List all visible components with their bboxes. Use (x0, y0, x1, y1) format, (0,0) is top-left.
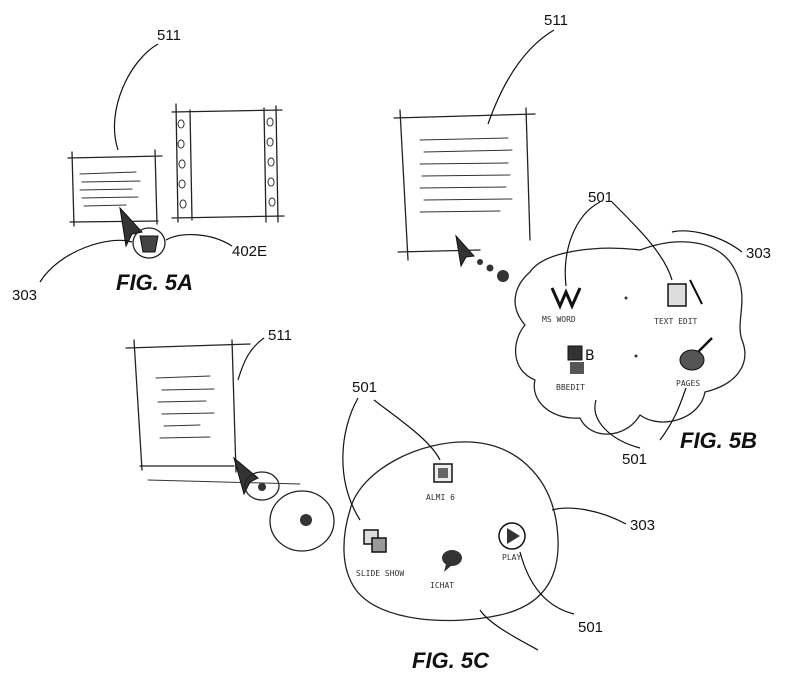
fig5c-slide-show-icon[interactable]: SLIDE SHOW (356, 529, 404, 578)
svg-text:B: B (585, 348, 595, 364)
fig-5b: MS WORD TEXT EDIT B BBEDIT PAGES 511 501 (393, 12, 771, 468)
fig5b-bbedit-icon[interactable]: B BBEDIT (556, 345, 595, 392)
fig5c-label-511: 511 (268, 327, 292, 344)
fig5b-cursor-icon (455, 234, 476, 268)
fig5a-cursor-icon (119, 206, 143, 248)
fig5b-ms-word-label: MS WORD (542, 315, 576, 324)
fig5b-pages-label: PAGES (676, 379, 700, 388)
fig5b-ms-word-icon[interactable]: MS WORD (542, 287, 582, 324)
fig5a-label-402e: 402E (232, 243, 267, 260)
fig5c-label-501-bottom: 501 (578, 619, 603, 636)
fig5c-title: FIG. 5C (412, 648, 490, 673)
fig5c-play-label: PLAY (502, 553, 521, 562)
fig5b-cloud-menu (514, 241, 746, 435)
fig5b-label-511: 511 (544, 12, 568, 29)
fig5c-play-icon[interactable]: PLAY (498, 522, 526, 562)
fig5b-bbedit-label: BBEDIT (556, 383, 585, 392)
fig5c-cloud-menu (343, 441, 559, 622)
fig5a-label-303: 303 (12, 287, 37, 304)
fig5c-almi-label: ALMI 6 (426, 493, 455, 502)
fig5b-label-303: 303 (746, 245, 771, 262)
fig5a-film-strip-window (171, 103, 285, 223)
fig5b-text-edit-icon[interactable]: TEXT EDIT (654, 279, 703, 326)
fig5b-label-501-bottom: 501 (622, 451, 647, 468)
fig5b-label-501-top: 501 (588, 189, 613, 206)
fig5a-document-window (67, 149, 163, 227)
fig5a-app-icon (132, 227, 166, 259)
fig5c-ichat-icon[interactable]: ICHAT (430, 550, 462, 590)
fig-5a: 511 303 402E FIG. 5A (12, 27, 285, 304)
fig5c-almi-icon[interactable]: ALMI 6 (426, 463, 455, 502)
fig5b-pages-icon[interactable]: PAGES (676, 337, 713, 388)
fig5b-cursor-trail (477, 259, 509, 282)
fig5c-ichat-label: ICHAT (430, 581, 454, 590)
fig5c-cursor-trail (244, 471, 335, 552)
fig5c-slide-show-label: SLIDE SHOW (356, 569, 404, 578)
fig5c-cursor-icon (233, 456, 259, 496)
fig-5c: ALMI 6 SLIDE SHOW ICHAT PLAY 511 501 303… (125, 327, 655, 673)
fig5a-label-511: 511 (157, 27, 181, 44)
fig5b-title: FIG. 5B (680, 428, 757, 453)
fig5b-document-window (393, 107, 536, 261)
fig5c-label-501-top: 501 (352, 379, 377, 396)
fig5a-title: FIG. 5A (116, 270, 193, 295)
fig5c-document-window (125, 339, 251, 473)
fig5c-label-303: 303 (630, 517, 655, 534)
fig5b-text-edit-label: TEXT EDIT (654, 317, 698, 326)
